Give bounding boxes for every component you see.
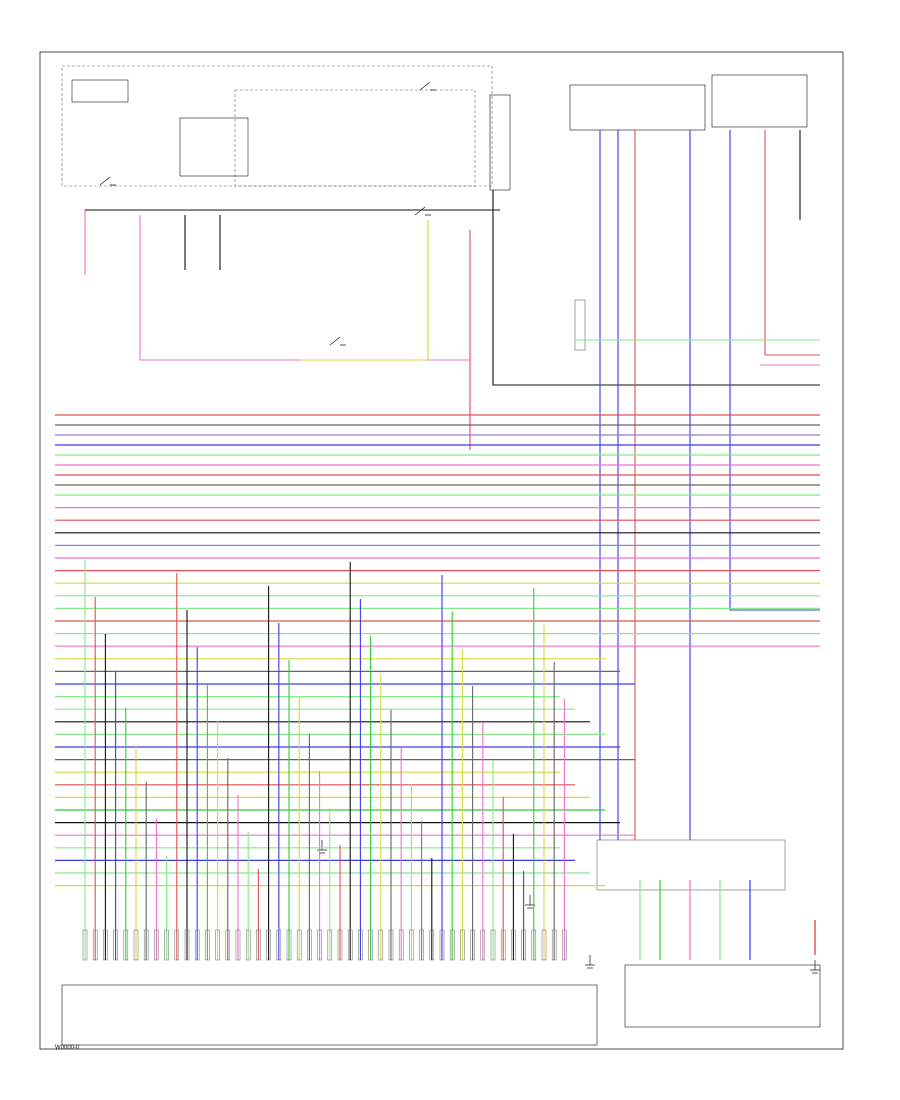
wire xyxy=(300,220,429,361)
component-box xyxy=(61,65,493,187)
connector-pins-icon xyxy=(225,929,231,961)
connector-pins-icon xyxy=(143,929,149,961)
connector-pins-icon xyxy=(92,929,98,961)
signal-wires xyxy=(84,560,816,960)
component-box xyxy=(596,839,786,891)
component-box xyxy=(489,94,511,191)
connector-pins-icon xyxy=(470,929,475,961)
connector-pins-icon xyxy=(317,929,322,961)
connector-pins-icon xyxy=(388,929,394,961)
connector-pins-icon xyxy=(235,929,241,961)
connector-pins-icon xyxy=(521,929,526,961)
connector-pins-icon xyxy=(123,929,129,961)
connector-pins-icon xyxy=(327,929,333,961)
connector-pins-icon xyxy=(174,929,180,961)
connector-pins-icon xyxy=(103,929,108,961)
component-box xyxy=(61,984,598,1046)
connector-pins-icon xyxy=(286,929,292,961)
wire xyxy=(764,130,820,356)
connector-pins-icon xyxy=(551,929,557,961)
component-box xyxy=(71,79,129,103)
connector-pins-icon xyxy=(541,929,547,961)
connector-pins-icon xyxy=(439,929,445,961)
connector-pins-icon xyxy=(133,929,139,961)
connector-pins-icon xyxy=(347,929,353,961)
connector-pins-icon xyxy=(500,929,506,961)
harness-wires xyxy=(55,130,820,887)
connector-pins-icon xyxy=(378,929,384,961)
connector-pins-icon xyxy=(531,929,537,961)
connector-pins-icon xyxy=(276,929,282,961)
page-number: W0000-0 xyxy=(55,1045,80,1051)
connector-pins-icon xyxy=(307,929,312,961)
connector-pins-icon xyxy=(511,929,516,961)
ecm-connector-pins xyxy=(82,929,567,961)
connector-pins-icon xyxy=(480,929,486,961)
connector-pins-icon xyxy=(419,929,424,961)
connector-pins-icon xyxy=(358,929,363,961)
connector-pins-icon xyxy=(490,929,496,961)
switch-icon xyxy=(99,176,116,186)
connector-pins-icon xyxy=(562,929,567,961)
connector-pins-icon xyxy=(337,929,343,961)
connector-pins-icon xyxy=(460,929,465,961)
wire xyxy=(492,190,820,386)
component-box xyxy=(624,964,821,1028)
connector-pins-icon xyxy=(368,929,373,961)
ground-icon xyxy=(317,840,327,854)
connector-pins-icon xyxy=(256,929,261,961)
connector-pins-icon xyxy=(113,929,118,961)
connector-pins-icon xyxy=(398,929,404,961)
ground-icon xyxy=(585,955,595,969)
component-box xyxy=(569,84,706,131)
connector-pins-icon xyxy=(194,929,200,961)
switch-icon xyxy=(419,81,436,91)
component-box xyxy=(179,117,249,177)
connector-pins-icon xyxy=(205,929,210,961)
ground-icon xyxy=(810,960,820,974)
connector-pins-icon xyxy=(296,929,302,961)
connector-pins-icon xyxy=(266,929,271,961)
switch-icon xyxy=(414,206,431,216)
connector-pins-icon xyxy=(164,929,169,961)
connector-pins-icon xyxy=(154,929,159,961)
component-box xyxy=(711,74,808,128)
components xyxy=(61,65,821,1046)
connector-pins-icon xyxy=(215,929,220,961)
connector-pins-icon xyxy=(184,929,190,961)
connector-pins-icon xyxy=(245,929,251,961)
wire xyxy=(729,130,820,611)
connector-pins-icon xyxy=(429,929,435,961)
wire xyxy=(139,215,470,361)
connector-pins-icon xyxy=(449,929,455,961)
diagram-frame xyxy=(39,51,844,1050)
component-box xyxy=(234,89,476,187)
component-box xyxy=(574,299,586,351)
switch-icon xyxy=(329,336,346,346)
connector-pins-icon xyxy=(409,929,414,961)
connector-pins-icon xyxy=(82,929,88,961)
